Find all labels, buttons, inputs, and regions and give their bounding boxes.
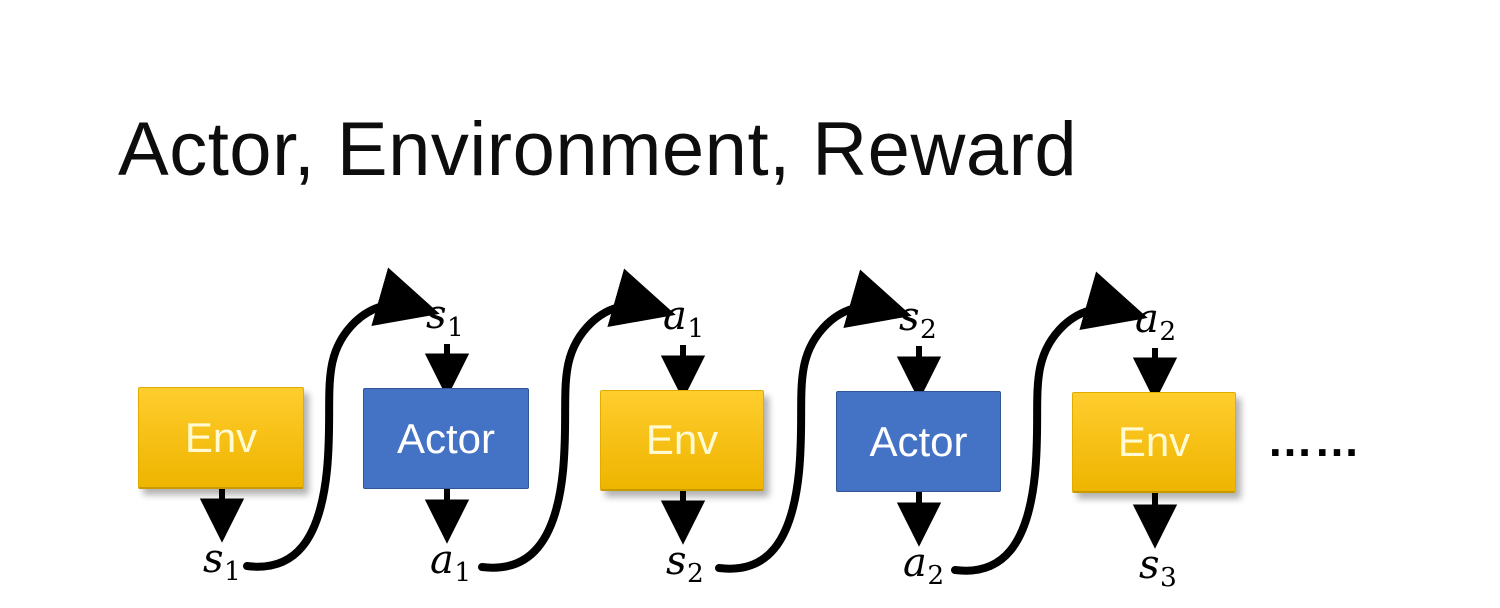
- label-top-state-2: s2: [899, 297, 937, 343]
- label-bottom-state-3: s3: [1139, 545, 1177, 591]
- symbol-subscript: 1: [224, 555, 241, 587]
- symbol-subscript: 3: [1160, 561, 1177, 593]
- symbol-base: a: [430, 537, 454, 583]
- symbol-base: s: [899, 294, 920, 340]
- symbol-subscript: 1: [454, 556, 472, 588]
- symbol-subscript: 1: [687, 312, 705, 344]
- label-bottom-action-2: a2: [903, 543, 944, 589]
- node-label: Env: [645, 416, 719, 463]
- label-bottom-state-1: s1: [203, 539, 241, 585]
- label-top-state-1: s1: [426, 295, 464, 341]
- symbol-subscript: 2: [920, 313, 937, 345]
- symbol-base: s: [1139, 542, 1160, 588]
- label-top-action-1: a1: [663, 296, 704, 342]
- symbol-subscript: 2: [1159, 315, 1177, 347]
- symbol-base: a: [1135, 296, 1159, 342]
- node-env-2[interactable]: Env: [600, 390, 764, 491]
- node-label: Actor: [869, 417, 968, 465]
- page-title: Actor, Environment, Reward: [118, 107, 1078, 192]
- label-bottom-state-2: s2: [666, 541, 704, 587]
- symbol-subscript: 2: [927, 559, 945, 591]
- node-actor-2[interactable]: Actor: [836, 391, 1001, 492]
- symbol-subscript: 1: [447, 311, 464, 343]
- continuation-ellipsis: ……: [1267, 414, 1361, 466]
- symbol-subscript: 2: [687, 557, 704, 589]
- node-label: Actor: [396, 414, 496, 462]
- symbol-base: a: [663, 293, 687, 339]
- symbol-base: s: [426, 292, 447, 338]
- node-label: Env: [184, 413, 258, 461]
- symbol-base: a: [903, 540, 927, 586]
- node-env-3[interactable]: Env: [1072, 392, 1236, 493]
- symbol-base: s: [203, 536, 224, 582]
- label-top-action-2: a2: [1135, 299, 1176, 345]
- node-actor-1[interactable]: Actor: [363, 388, 529, 489]
- node-label: Env: [1117, 418, 1191, 465]
- node-env-1[interactable]: Env: [138, 387, 304, 489]
- symbol-base: s: [666, 538, 687, 584]
- label-bottom-action-1: a1: [430, 540, 471, 586]
